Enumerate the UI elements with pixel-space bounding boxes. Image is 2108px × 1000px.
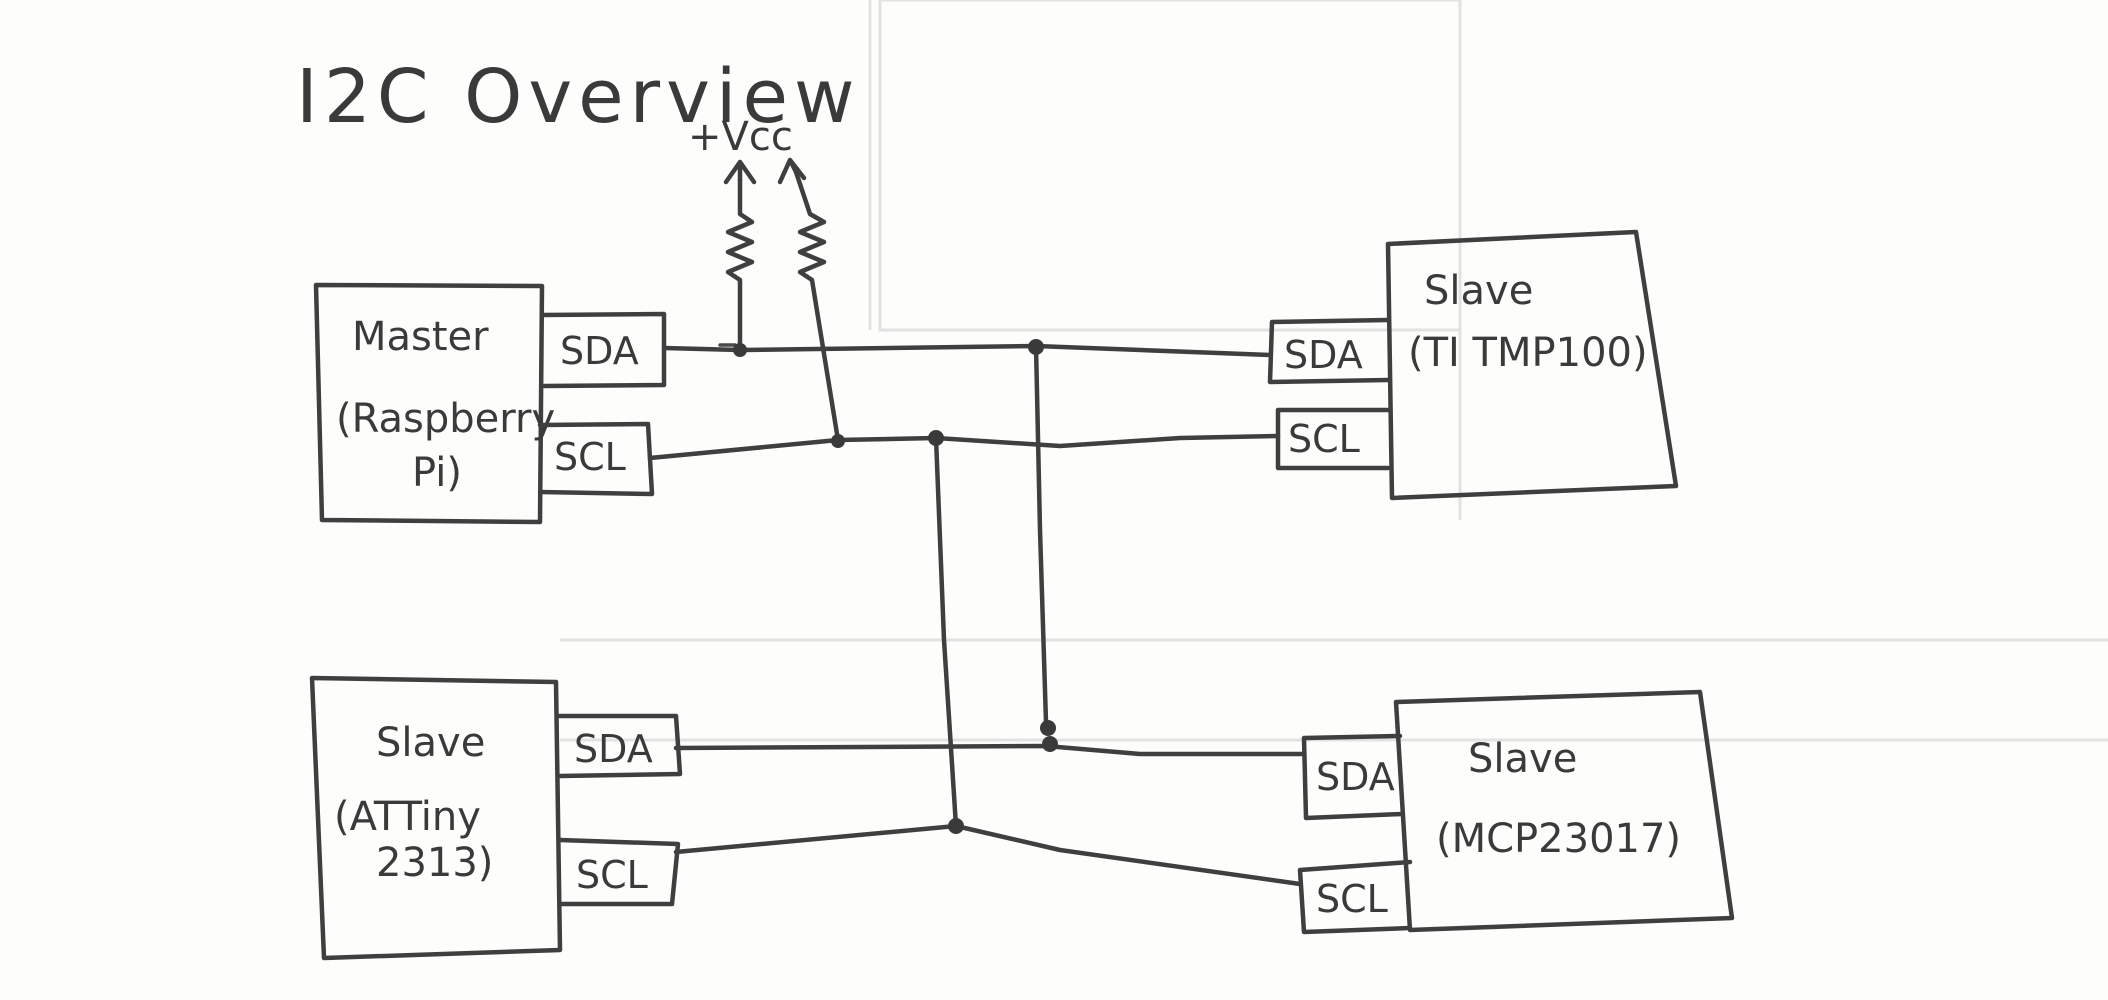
- diagram-title: I2C Overview: [296, 54, 861, 140]
- device-tmp100: Slave (TI TMP100) SDA SCL: [1267, 229, 1679, 501]
- attiny-scl-pin-box: [557, 837, 681, 907]
- sda-pullup-resistor: [718, 159, 757, 348]
- tmp100-scl-pin: SCL: [1288, 417, 1360, 461]
- scl-top-junction: [928, 430, 944, 446]
- tmp100-sda-pin-box: [1267, 317, 1391, 385]
- tmp100-part: (TI TMP100): [1408, 330, 1648, 376]
- master-box: [313, 282, 545, 525]
- sda-vertical-wire: [1033, 343, 1049, 725]
- master-part-line2: Pi): [412, 450, 462, 496]
- sda-bus: [661, 339, 1307, 757]
- sda-top-junction: [1028, 339, 1044, 355]
- master-role: Master: [352, 314, 489, 360]
- attiny-box: [309, 675, 563, 961]
- mcp-sda-pin: SDA: [1316, 755, 1395, 799]
- sda-pullup-junction: [733, 343, 747, 357]
- tmp100-box: [1385, 229, 1679, 501]
- master-sda-pin: SDA: [560, 329, 639, 373]
- mcp-sda-pin-box: [1301, 733, 1405, 821]
- attiny-sda-pin: SDA: [574, 727, 653, 771]
- scl-top-wire: [647, 433, 1281, 461]
- tmp100-scl-pin-box: [1275, 407, 1391, 471]
- sda-bottom-wire: [673, 743, 1307, 757]
- tmp100-sda-pin: SDA: [1284, 333, 1363, 377]
- scl-bus: [647, 430, 1303, 887]
- attiny-part-line2: 2313): [376, 840, 493, 886]
- sda-vertical-junction-b: [1042, 736, 1058, 752]
- vcc-label: +Vcc: [688, 114, 793, 160]
- mcp-scl-pin: SCL: [1316, 877, 1388, 921]
- scl-vertical-wire: [933, 435, 959, 829]
- device-master: Master (Raspberry Pi) SDA SCL: [313, 282, 667, 525]
- attiny-part-line1: (ATTiny: [334, 794, 481, 840]
- mcp-scl-pin-box: [1297, 859, 1413, 935]
- tmp100-role: Slave: [1424, 268, 1533, 314]
- attiny-sda-pin-box: [555, 713, 683, 779]
- sda-top-wire: [661, 343, 1273, 358]
- master-part-line1: (Raspberry: [336, 396, 555, 442]
- mcp-part: (MCP23017): [1436, 816, 1681, 862]
- device-mcp: Slave (MCP23017) SDA SCL: [1297, 689, 1735, 935]
- mcp-box: [1393, 689, 1735, 933]
- attiny-role: Slave: [376, 720, 485, 766]
- scl-bottom-wire: [673, 823, 1303, 887]
- attiny-scl-pin: SCL: [576, 853, 648, 897]
- bleed-through: [560, 0, 2108, 742]
- scl-bottom-junction: [948, 818, 964, 834]
- scl-pullup-junction: [831, 434, 845, 448]
- sda-vertical-junction-a: [1040, 720, 1056, 736]
- mcp-role: Slave: [1468, 736, 1577, 782]
- device-attiny: Slave (ATTiny 2313) SDA SCL: [309, 675, 683, 961]
- master-scl-pin: SCL: [554, 435, 626, 479]
- scl-pullup-resistor: [777, 157, 841, 443]
